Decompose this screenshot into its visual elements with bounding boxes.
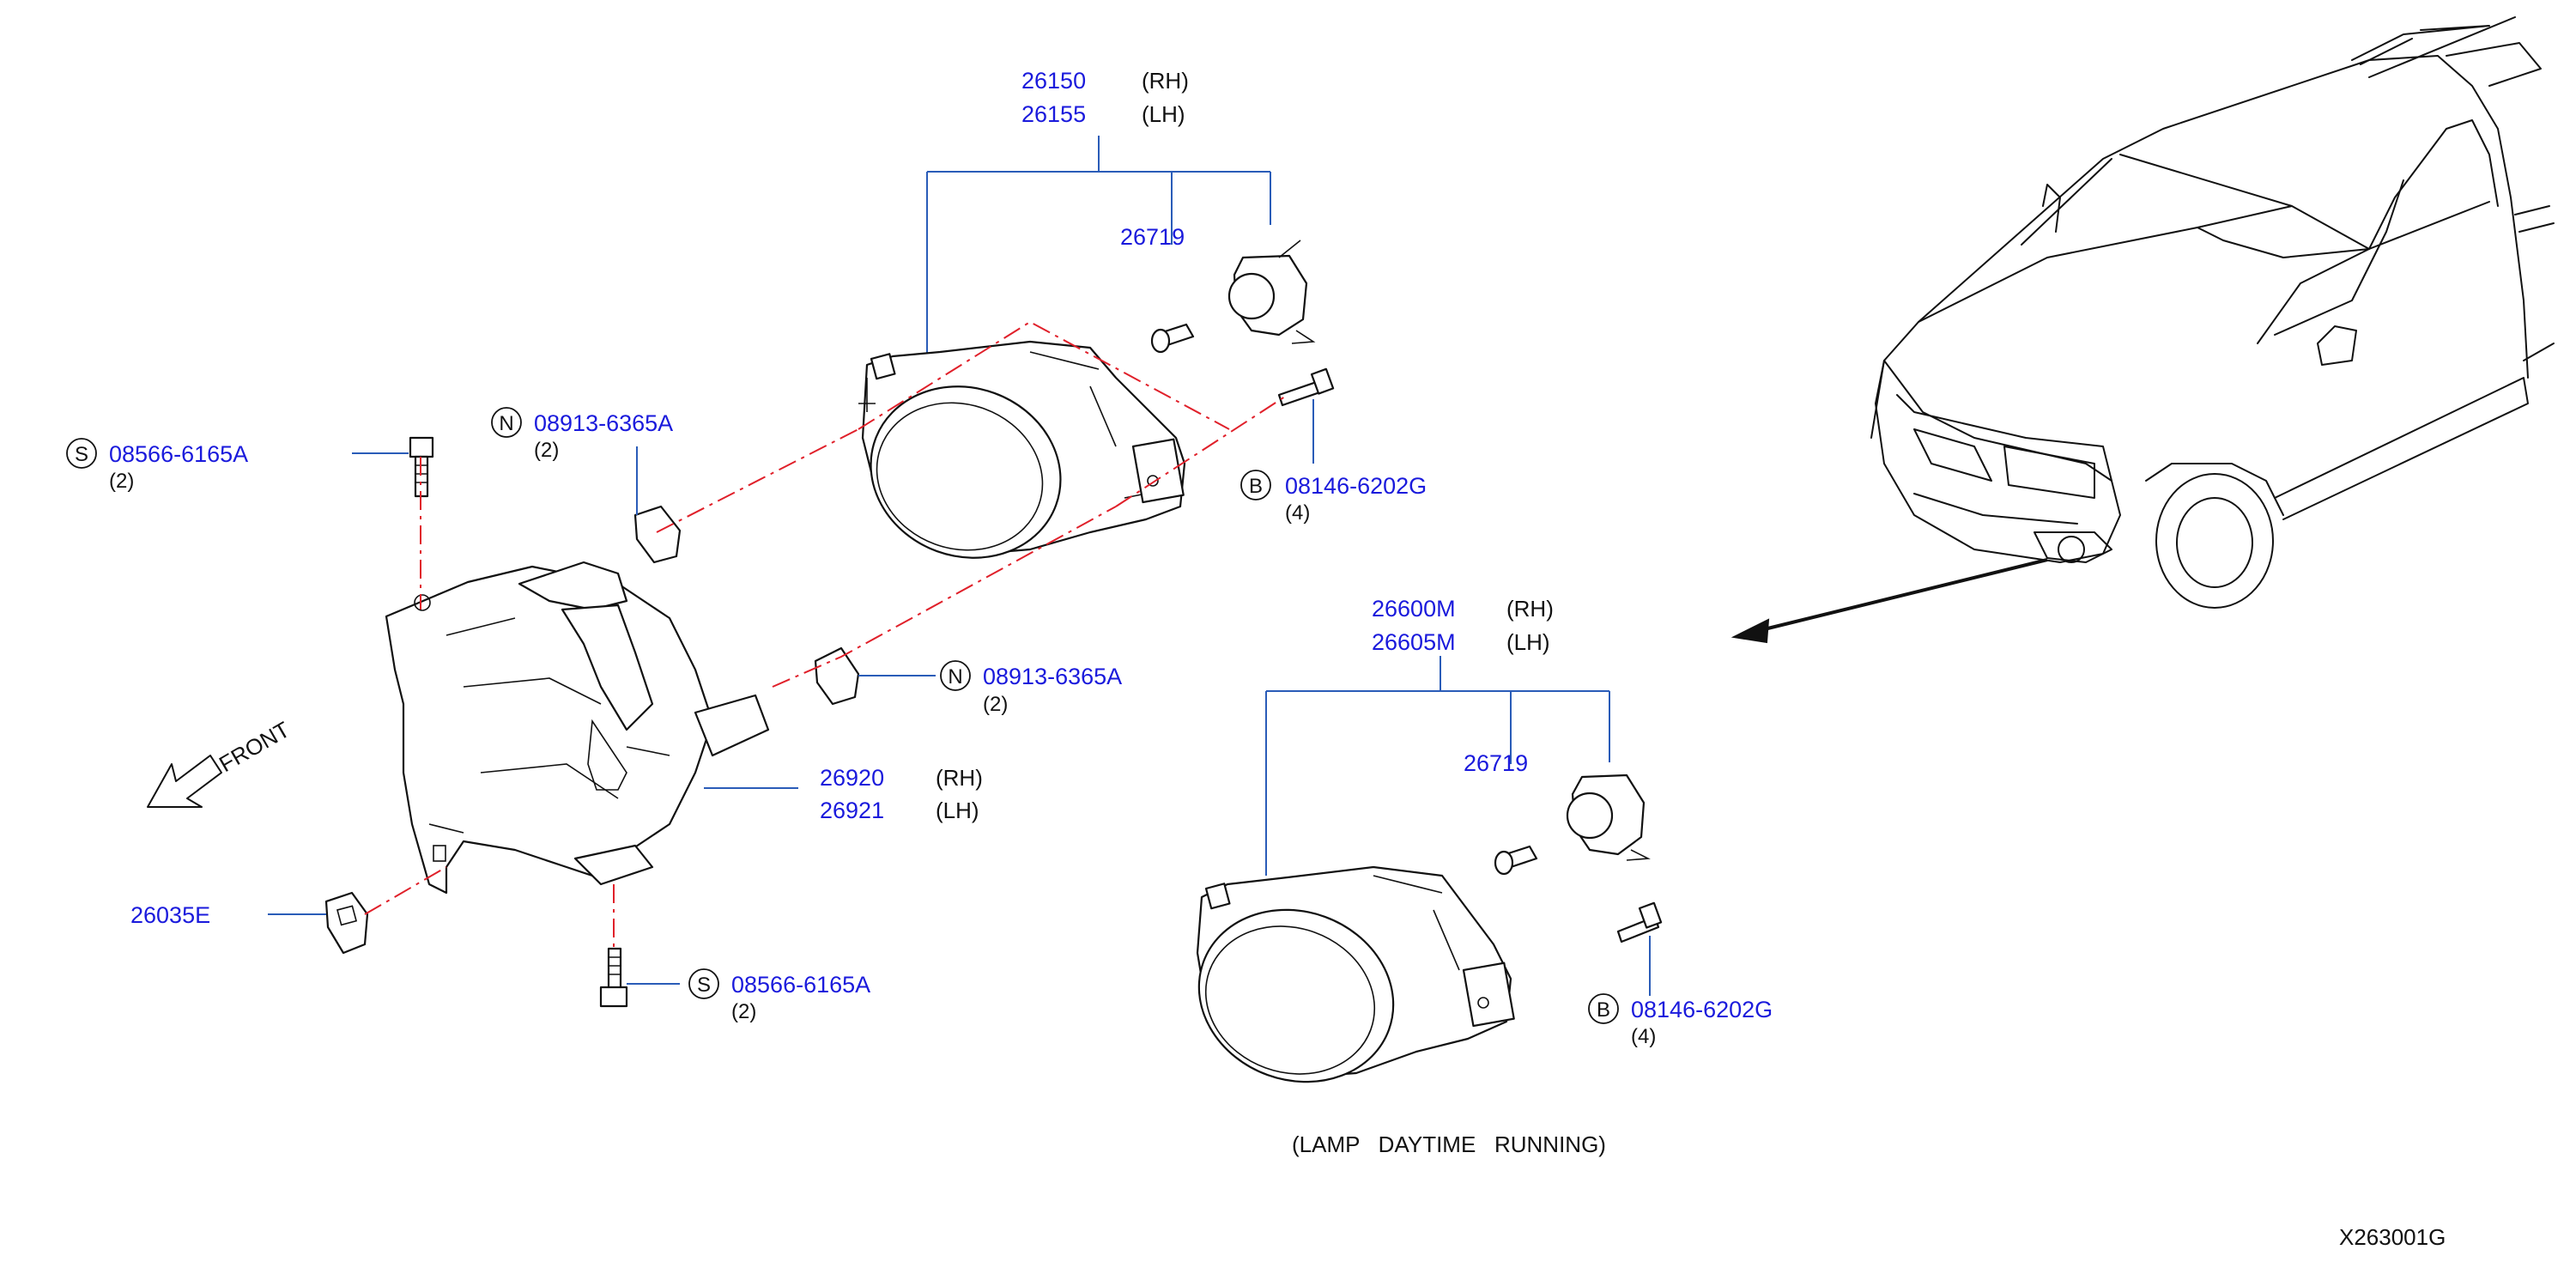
quantity: (2) bbox=[534, 439, 559, 462]
badge-n: N bbox=[499, 412, 513, 435]
location-pointer-arrow bbox=[1730, 558, 2048, 644]
part-number-fog-lamp-lh: 26155 bbox=[1021, 101, 1086, 127]
part-number-bracket-lh: 26921 bbox=[820, 798, 884, 823]
quantity: (2) bbox=[109, 470, 134, 493]
side-rh: (RH) bbox=[1142, 68, 1189, 94]
side-lh: (LH) bbox=[936, 798, 979, 823]
part-number-bulb: 26719 bbox=[1464, 750, 1528, 776]
speed-nut-top bbox=[633, 505, 682, 564]
quantity: (2) bbox=[983, 693, 1008, 716]
badge-s: S bbox=[75, 443, 88, 466]
drl-lamp-assembly bbox=[1196, 656, 1663, 1083]
part-number-screw: 08566-6165A bbox=[731, 972, 870, 998]
vehicle-illustration bbox=[1870, 16, 2555, 609]
part-number-fog-lamp-rh: 26150 bbox=[1021, 68, 1086, 94]
front-label: FRONT bbox=[215, 716, 294, 777]
part-number-nut: 08913-6365A bbox=[983, 664, 1122, 689]
part-number-bolt: 08146-6202G bbox=[1631, 997, 1773, 1022]
badge-s: S bbox=[697, 974, 711, 997]
screw-bottom bbox=[599, 947, 628, 1008]
drl-caption: (LAMP DAYTIME RUNNING) bbox=[1292, 1131, 1606, 1157]
part-number-clip: 26035E bbox=[130, 902, 210, 928]
part-number-bulb: 26719 bbox=[1120, 224, 1185, 250]
diagram-id: X263001G bbox=[2339, 1224, 2446, 1250]
quantity: (4) bbox=[1285, 501, 1310, 525]
side-rh: (RH) bbox=[1506, 596, 1554, 622]
fog-lamp-assembly bbox=[858, 136, 1335, 559]
part-number-bracket-rh: 26920 bbox=[820, 765, 884, 791]
speed-nut-mid bbox=[814, 646, 860, 706]
assembly-lines bbox=[364, 320, 1288, 949]
clip-part bbox=[324, 891, 369, 955]
front-direction-arrow: FRONT bbox=[147, 716, 294, 808]
side-rh: (RH) bbox=[936, 765, 983, 791]
part-number-drl-rh: 26600M bbox=[1372, 596, 1456, 622]
quantity: (4) bbox=[1631, 1025, 1656, 1048]
bracket-assembly bbox=[385, 561, 770, 895]
part-number-bolt: 08146-6202G bbox=[1285, 473, 1427, 499]
side-lh: (LH) bbox=[1142, 101, 1185, 127]
badge-n: N bbox=[948, 665, 962, 689]
part-number-screw: 08566-6165A bbox=[109, 441, 248, 467]
quantity: (2) bbox=[731, 1000, 756, 1023]
badge-b: B bbox=[1597, 998, 1610, 1022]
badge-b: B bbox=[1249, 475, 1263, 498]
part-number-drl-lh: 26605M bbox=[1372, 629, 1456, 655]
part-number-nut: 08913-6365A bbox=[534, 410, 673, 436]
side-lh: (LH) bbox=[1506, 629, 1550, 655]
